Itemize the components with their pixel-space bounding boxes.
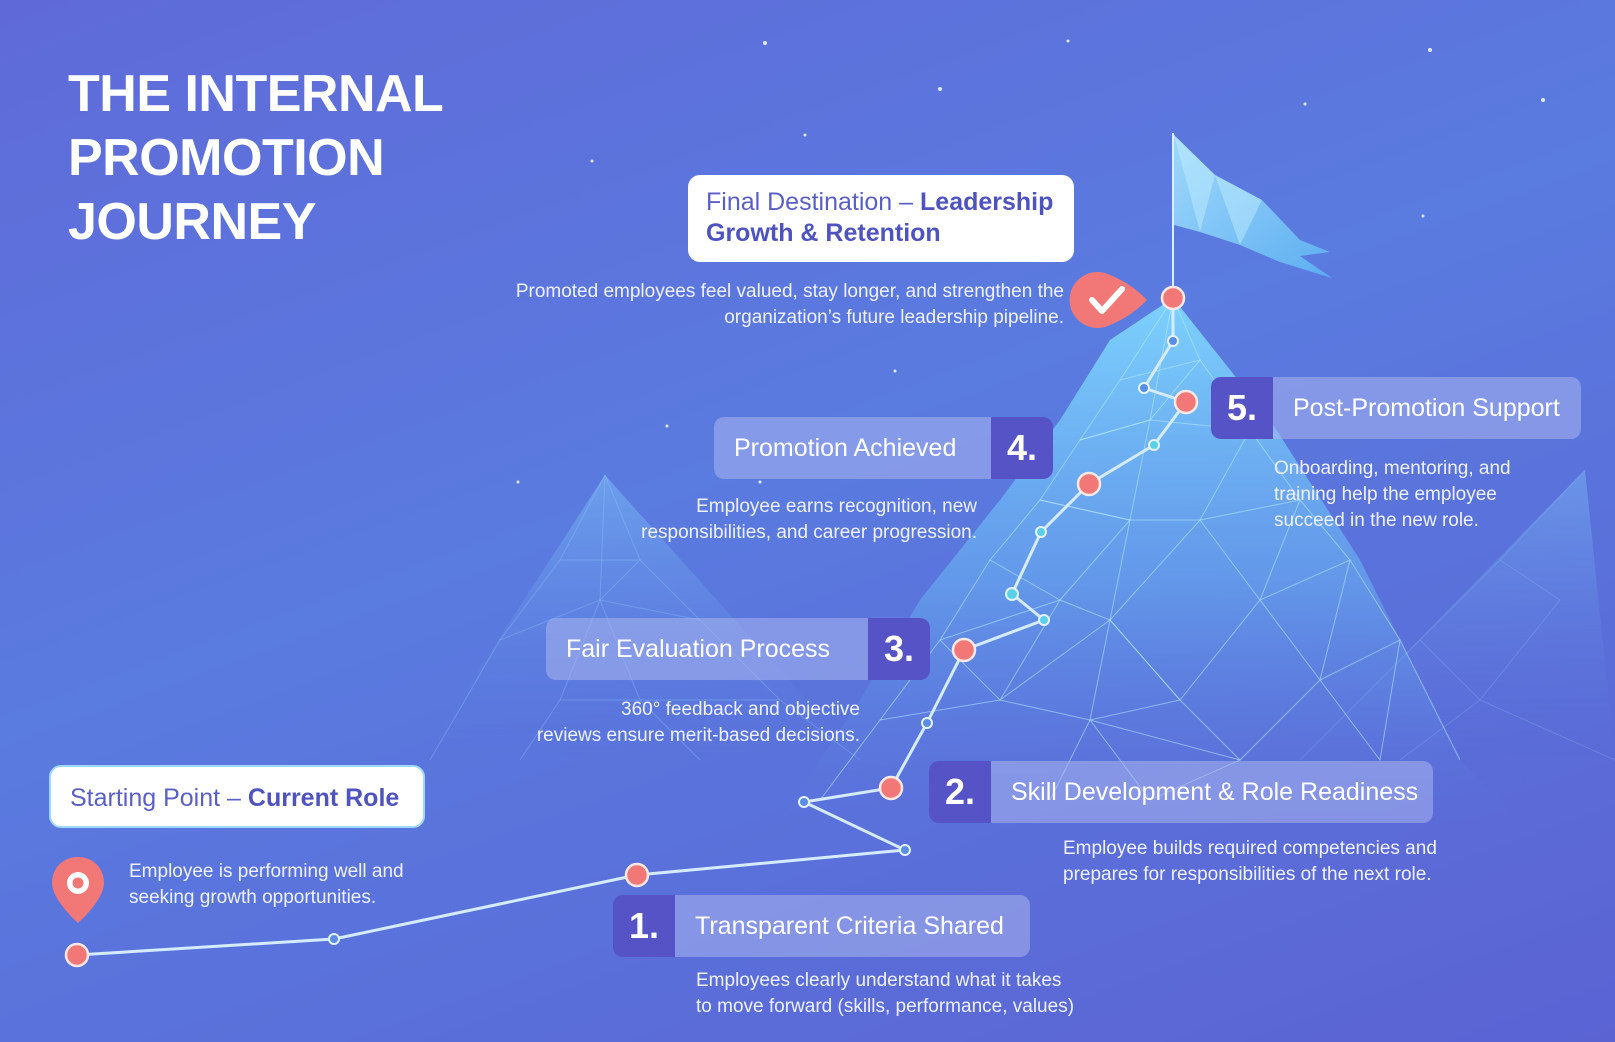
desc-line: Promoted employees feel valued, stay lon…: [516, 281, 1064, 302]
step-label: Post-Promotion Support: [1273, 377, 1581, 439]
step-4: Promotion Achieved 4.: [714, 417, 1053, 479]
start-prefix: Starting Point –: [70, 784, 248, 812]
step-label: Fair Evaluation Process: [546, 618, 868, 680]
desc-line: Employee builds required competencies an…: [1063, 838, 1437, 859]
step-label: Transparent Criteria Shared: [675, 895, 1030, 957]
milestone-1: [626, 864, 648, 886]
desc-line: organization’s future leadership pipelin…: [724, 307, 1064, 328]
desc-line: training help the employee: [1274, 484, 1497, 505]
desc-line: responsibilities, and career progression…: [641, 522, 977, 543]
step-1: 1. Transparent Criteria Shared: [613, 895, 1030, 957]
milestone-5: [1175, 391, 1197, 413]
desc-line: to move forward (skills, performance, va…: [696, 996, 1074, 1017]
step-label: Skill Development & Role Readiness: [991, 761, 1433, 823]
milestone-3: [953, 639, 975, 661]
destination-prefix: Final Destination –: [706, 188, 920, 216]
destination-bold: Growth & Retention: [706, 219, 941, 247]
step-number: 5.: [1211, 377, 1273, 439]
milestone-2: [880, 777, 902, 799]
step-number: 3.: [868, 618, 930, 680]
step-3: Fair Evaluation Process 3.: [546, 618, 930, 680]
desc-line: reviews ensure merit-based decisions.: [537, 725, 860, 746]
desc-line: prepares for responsibilities of the nex…: [1063, 864, 1432, 885]
step-5: 5. Post-Promotion Support: [1211, 377, 1581, 439]
desc-line: Onboarding, mentoring, and: [1274, 458, 1511, 479]
start-bold: Current Role: [248, 784, 399, 812]
step-2: 2. Skill Development & Role Readiness: [929, 761, 1433, 823]
step-label: Promotion Achieved: [714, 417, 991, 479]
title-line: JOURNEY: [68, 190, 443, 254]
title-line: THE INTERNAL: [68, 62, 443, 126]
destination-card: Final Destination – Leadership Growth & …: [688, 175, 1074, 262]
flag-icon: [1173, 133, 1332, 298]
step-number: 1.: [613, 895, 675, 957]
start-description: Employee is performing well and seeking …: [129, 859, 459, 911]
milestone-4: [1078, 473, 1100, 495]
step-number: 2.: [929, 761, 991, 823]
step-2-description: Employee builds required competencies an…: [1063, 836, 1523, 888]
step-4-description: Employee earns recognition, new responsi…: [570, 494, 977, 546]
desc-line: Employee is performing well and: [129, 861, 404, 882]
title-line: PROMOTION: [68, 126, 443, 190]
step-number: 4.: [991, 417, 1053, 479]
page-title: THE INTERNAL PROMOTION JOURNEY: [68, 62, 443, 254]
step-1-description: Employees clearly understand what it tak…: [696, 968, 1126, 1020]
desc-line: succeed in the new role.: [1274, 510, 1479, 531]
desc-line: 360° feedback and objective: [621, 699, 860, 720]
step-5-description: Onboarding, mentoring, and training help…: [1274, 456, 1564, 534]
milestone-summit: [1162, 287, 1184, 309]
desc-line: Employee earns recognition, new: [696, 496, 977, 517]
location-pin-icon: [50, 855, 106, 925]
starting-point-card: Starting Point – Current Role: [49, 765, 425, 828]
destination-bold: Leadership: [920, 188, 1053, 216]
step-3-description: 360° feedback and objective reviews ensu…: [458, 697, 860, 749]
milestone-start: [66, 944, 88, 966]
destination-description: Promoted employees feel valued, stay lon…: [420, 279, 1064, 331]
desc-line: Employees clearly understand what it tak…: [696, 970, 1061, 991]
checkmark-badge-icon: [1070, 272, 1147, 328]
desc-line: seeking growth opportunities.: [129, 887, 376, 908]
